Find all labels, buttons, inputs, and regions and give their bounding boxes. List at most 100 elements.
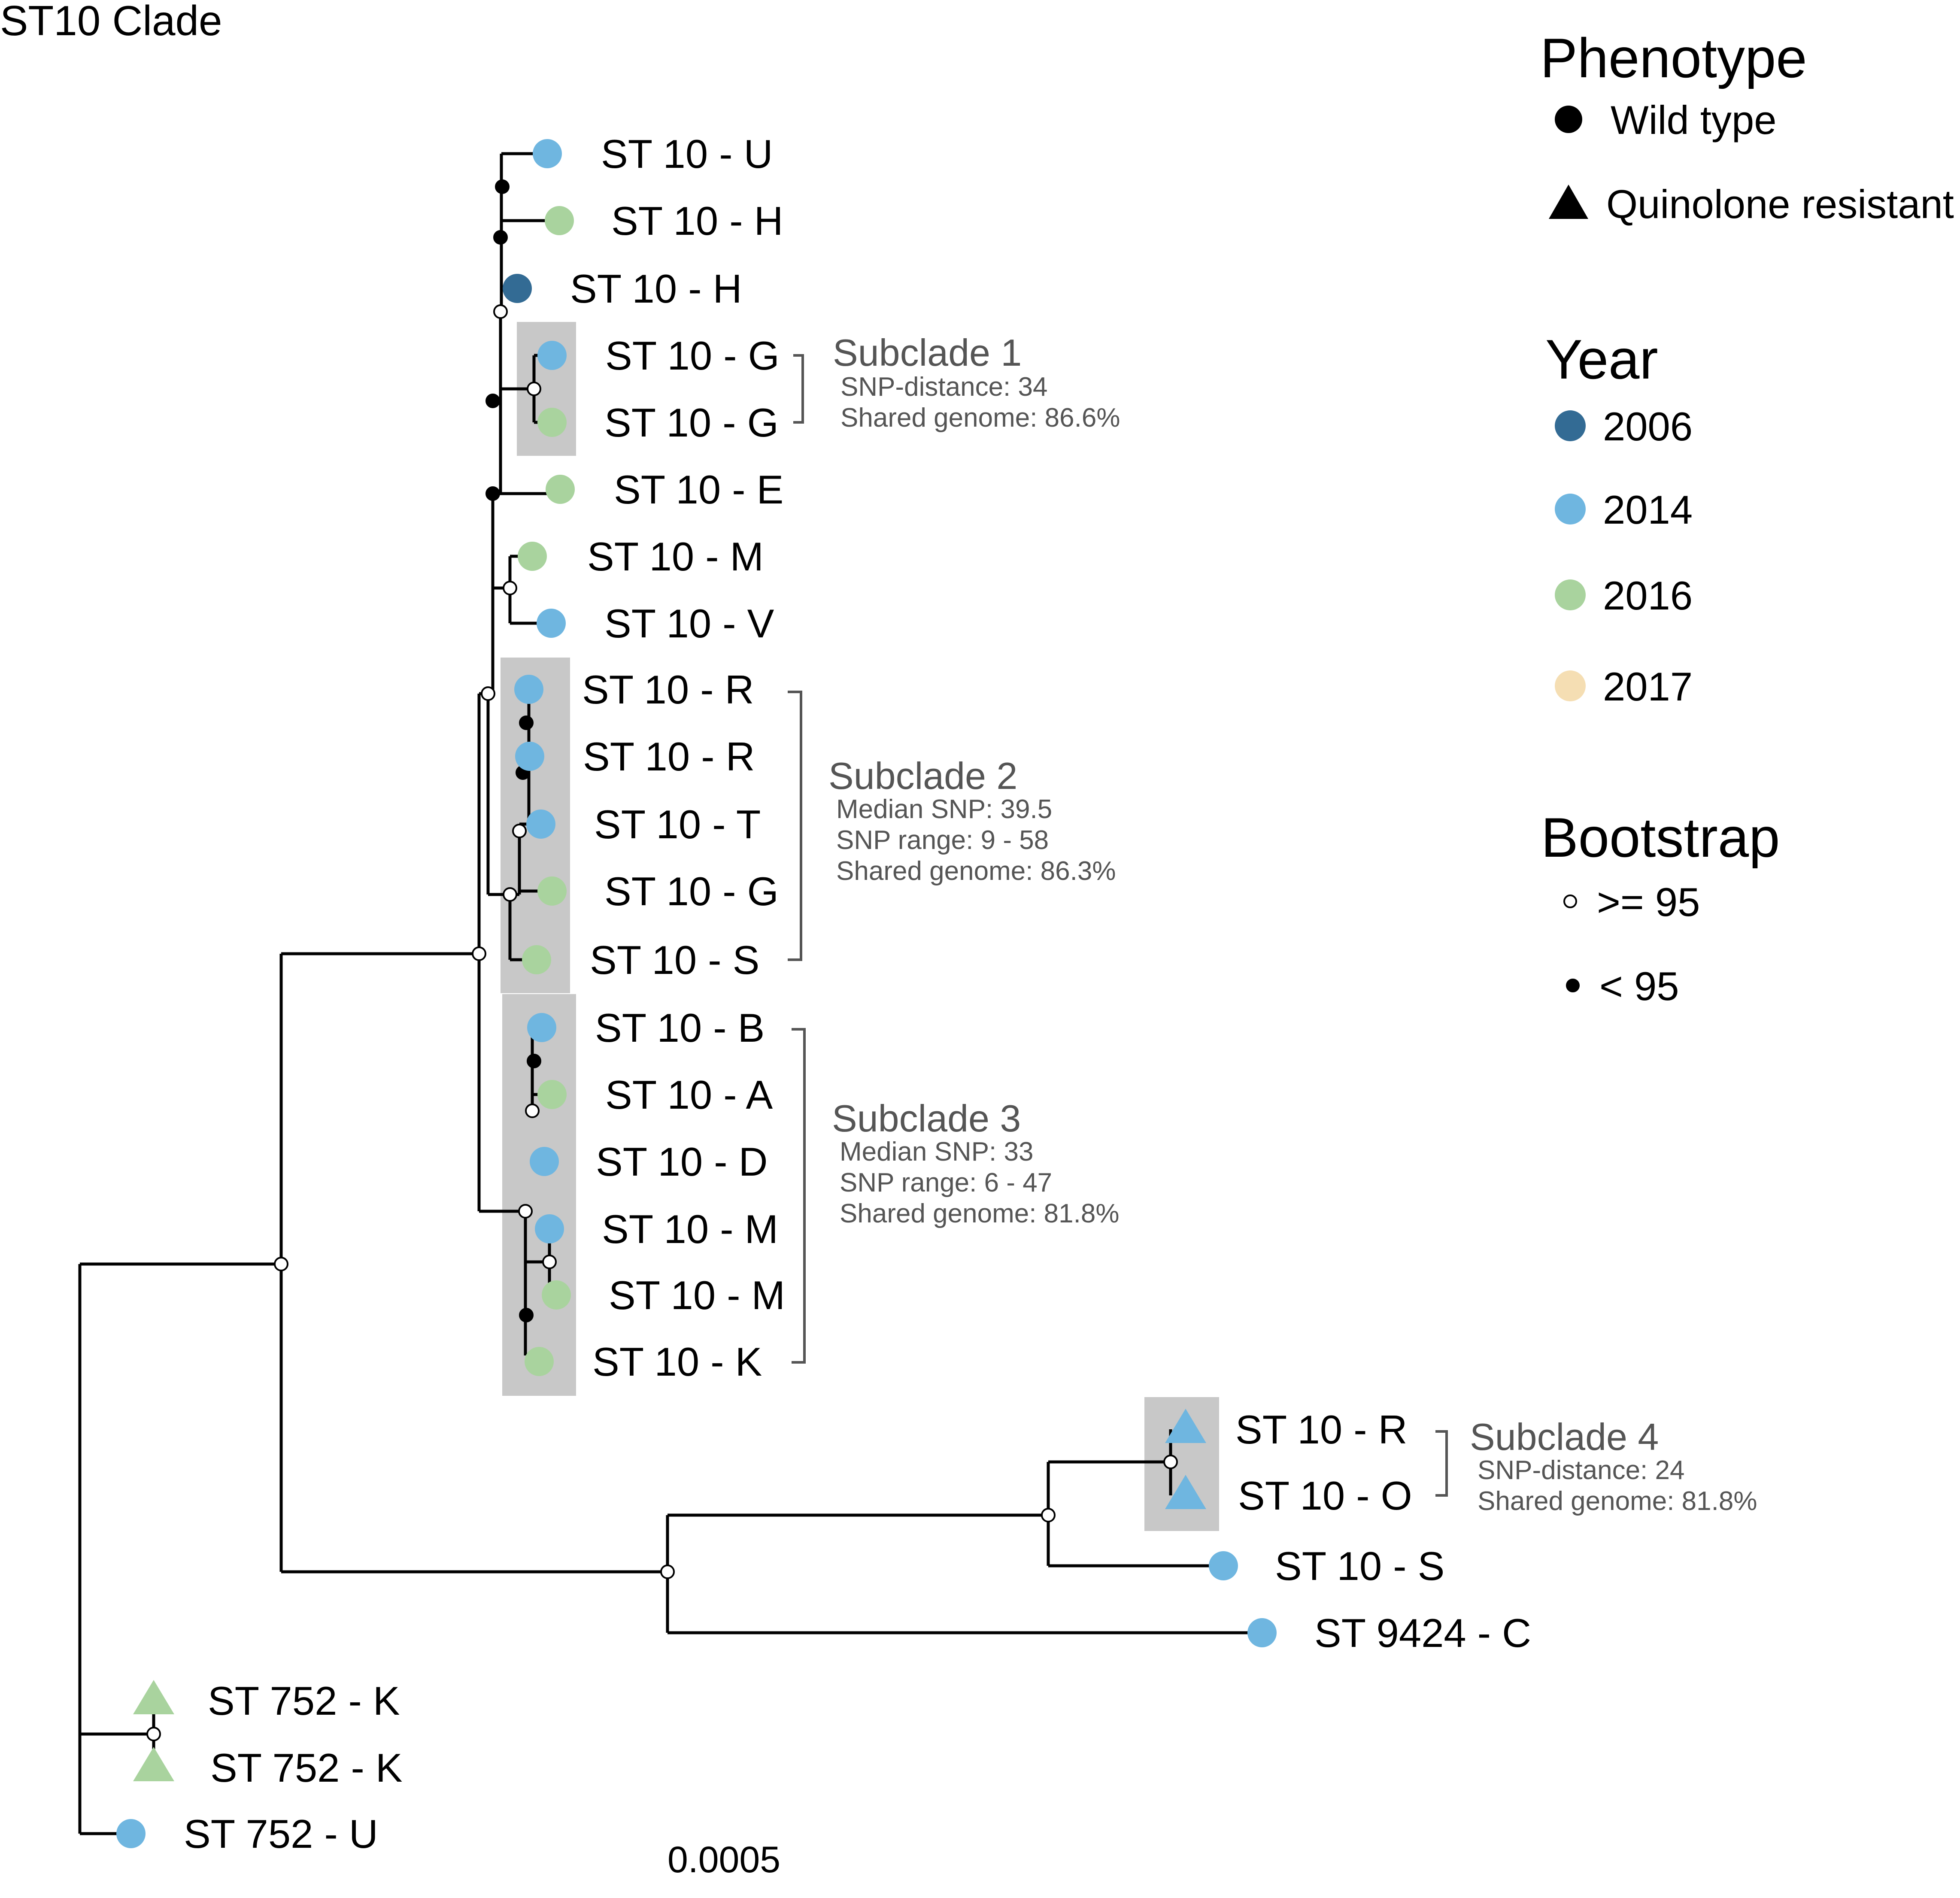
tip-marker-circle [1209, 1551, 1238, 1580]
subclade-3-annotation: Subclade 3 Median SNP: 33 SNP range: 6 -… [832, 1097, 1119, 1228]
tip-marker-triangle [133, 1747, 174, 1781]
bootstrap-node-high [146, 1727, 161, 1741]
subclade-stat: SNP range: 9 - 58 [836, 825, 1049, 855]
bootstrap-node-high [1163, 1455, 1178, 1469]
bootstrap-node-high [503, 887, 517, 902]
tip-label: ST 752 - K [208, 1678, 400, 1723]
bootstrap-node-high [660, 1564, 675, 1579]
tip-label: ST 10 - H [570, 266, 742, 311]
tip-label: ST 752 - K [210, 1745, 403, 1790]
subclade-stat: SNP range: 6 - 47 [840, 1168, 1052, 1198]
tip-label: ST 10 - S [590, 937, 759, 982]
legend-label: < 95 [1599, 964, 1679, 1009]
tip-marker-circle [522, 945, 551, 974]
bootstrap-node-high [472, 946, 486, 961]
legend-title: Year [1545, 328, 1658, 391]
tip-marker-circle [545, 206, 574, 235]
tip-marker-triangle [1165, 1409, 1206, 1443]
legend-label: Wild type [1611, 97, 1777, 143]
tip-label: ST 10 - G [605, 333, 780, 378]
bootstrap-node-high [274, 1257, 288, 1271]
tip-label: ST 10 - S [1275, 1543, 1444, 1589]
subclade-stat: SNP-distance: 24 [1478, 1455, 1684, 1485]
legend: Phenotype Wild type Quinolone resistant … [1540, 27, 1954, 1009]
tip-marker-circle [503, 274, 532, 303]
legend-label: >= 95 [1597, 879, 1700, 925]
tip-label: ST 10 - H [611, 198, 783, 243]
tip-marker-circle [525, 1347, 554, 1376]
legend-year-swatch [1555, 410, 1586, 441]
tip-marker-circle [1247, 1618, 1277, 1647]
phenotype-legend: Phenotype Wild type Quinolone resistant [1540, 27, 1954, 227]
bootstrap-node-low [493, 230, 508, 245]
tip-marker-circle [530, 1147, 559, 1176]
subclade-4-annotation: Subclade 4 SNP-distance: 24 Shared genom… [1470, 1416, 1757, 1516]
tip-label: ST 10 - T [594, 802, 761, 847]
tip-marker-circle [533, 139, 562, 168]
tip-label: ST 10 - A [605, 1072, 773, 1117]
subclade-4-bracket [1435, 1430, 1448, 1497]
bootstrap-node-high [481, 686, 495, 701]
legend-label: 2014 [1603, 487, 1693, 532]
tip-label: ST 10 - G [604, 869, 779, 914]
subclade-2-bracket [788, 691, 802, 961]
tip-label: ST 10 - D [596, 1139, 768, 1184]
subclade-2-annotation: Subclade 2 Median SNP: 39.5 SNP range: 9… [828, 755, 1116, 886]
subclade-stat: Shared genome: 86.6% [840, 403, 1120, 433]
bootstrap-node-low [519, 1308, 534, 1322]
tip-marker-circle [518, 542, 547, 571]
bootstrap-node-high [503, 581, 517, 595]
legend-label: 2017 [1603, 664, 1693, 709]
tip-marker-circle [537, 408, 567, 437]
legend-triangle-marker [1549, 185, 1588, 219]
tip-label: ST 10 - O [1238, 1473, 1412, 1518]
bootstrap-node-low [495, 179, 510, 194]
legend-title: Bootstrap [1541, 806, 1780, 869]
legend-bootstrap-open-node [1563, 894, 1577, 908]
tip-marker-circle [535, 1214, 564, 1243]
subclade-stat: Median SNP: 39.5 [836, 794, 1052, 824]
tip-label: ST 10 - M [609, 1273, 785, 1318]
legend-label: 2016 [1603, 573, 1693, 618]
subclade-stat: Median SNP: 33 [840, 1137, 1033, 1167]
subclade-name: Subclade 3 [832, 1097, 1021, 1140]
tip-label: ST 10 - K [592, 1339, 762, 1384]
subclade-3-bracket [792, 1028, 806, 1364]
bootstrap-node-low [485, 394, 500, 408]
subclade-stat: Shared genome: 86.3% [836, 856, 1116, 886]
tip-label: ST 10 - M [602, 1207, 778, 1252]
tip-label: ST 10 - U [601, 131, 773, 176]
bootstrap-node-high [512, 824, 527, 838]
bootstrap-node-high [527, 382, 541, 396]
tip-marker-triangle [133, 1680, 174, 1714]
bootstrap-node-high [542, 1255, 557, 1269]
tip-marker-circle [526, 810, 555, 839]
bootstrap-node-high [1041, 1508, 1056, 1522]
legend-circle-marker [1555, 106, 1582, 133]
bootstrap-node-high [525, 1104, 540, 1118]
legend-label: 2006 [1603, 404, 1693, 449]
scale-bar: 0.0005 [667, 1839, 780, 1880]
scale-bar-label: 0.0005 [667, 1839, 780, 1880]
subclade-stat: Shared genome: 81.8% [840, 1199, 1119, 1228]
subclade-name: Subclade 4 [1470, 1416, 1659, 1458]
figure-title: ST10 Clade [0, 0, 222, 44]
bootstrap-node-high [518, 1204, 533, 1219]
subclade-1-annotation: Subclade 1 SNP-distance: 34 Shared genom… [833, 331, 1120, 433]
tip-label: ST 752 - U [184, 1811, 378, 1856]
tip-marker-circle [515, 742, 544, 771]
subclade-name: Subclade 2 [828, 755, 1017, 797]
legend-title: Phenotype [1540, 27, 1807, 89]
bootstrap-node-low [519, 716, 534, 730]
tip-marker-circle [537, 341, 567, 370]
tip-label: ST 10 - G [604, 400, 779, 445]
subclade-annotations: Subclade 1 SNP-distance: 34 Shared genom… [828, 331, 1757, 1516]
tip-label: ST 10 - R [583, 734, 755, 779]
tip-label: ST 9424 - C [1314, 1610, 1531, 1655]
subclade-stat: Shared genome: 81.8% [1478, 1486, 1757, 1516]
bootstrap-node-low [527, 1054, 541, 1068]
tip-marker-circle [542, 1280, 571, 1310]
tip-label: ST 10 - V [604, 601, 774, 646]
bootstrap-nodes [146, 179, 1178, 1741]
